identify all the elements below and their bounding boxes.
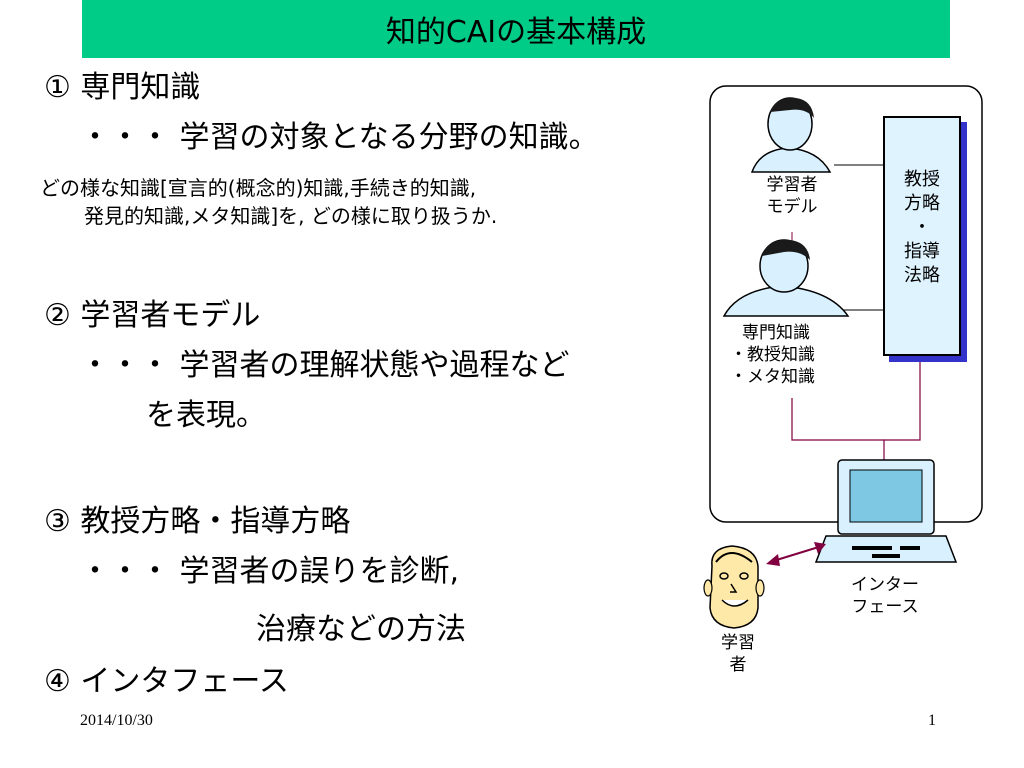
- item4-heading: ④ インタフェース: [44, 664, 289, 699]
- item2-description-line1: ・・・ 学習者の理解状態や過程など: [80, 348, 570, 383]
- interface-label: インター フェース: [830, 574, 940, 618]
- learner-label: 学習 者: [710, 632, 766, 676]
- learner-model-label: 学習者 モデル: [752, 174, 832, 218]
- interface-label-line1: インター: [851, 575, 919, 595]
- item3-description-line1: ・・・ 学習者の誤りを診断,: [80, 554, 460, 589]
- learner-model-label-line1: 学習者: [766, 175, 818, 195]
- expert-to-interface-connector: [791, 398, 885, 460]
- item1-heading: ① 専門知識: [44, 70, 201, 105]
- strategy-line4: 指導: [904, 241, 940, 262]
- learner-label-line2: 者: [729, 655, 747, 675]
- item3-description-line2: 治療などの方法: [256, 612, 466, 647]
- interface-label-line2: フェース: [851, 597, 919, 617]
- expert-label-line2: ・教授知識: [730, 345, 815, 365]
- strategy-line1: 教授: [904, 169, 940, 190]
- item1-description: ・・・ 学習の対象となる分野の知識。: [80, 120, 599, 155]
- learner-model-label-line2: モデル: [766, 197, 818, 217]
- strategy-line3: ・: [913, 217, 931, 238]
- learner-face-icon: [703, 545, 765, 629]
- slide-title-bar: 知的CAIの基本構成: [82, 0, 950, 58]
- expert-knowledge-bust-icon: [722, 239, 850, 317]
- item2-heading: ② 学習者モデル: [44, 298, 261, 333]
- slide-page-number: 1: [928, 712, 936, 729]
- learner-interface-arrow: [766, 542, 826, 566]
- computer-terminal-icon: [814, 459, 958, 563]
- expert-knowledge-label: 専門知識 ・教授知識 ・メタ知識: [730, 322, 854, 388]
- expert-label-line1: 専門知識: [742, 323, 810, 343]
- strategy-to-interface-connector: [884, 356, 921, 441]
- item3-heading: ③ 教授方略・指導方略: [44, 504, 351, 539]
- slide-date: 2014/10/30: [80, 712, 153, 729]
- learner-label-line1: 学習: [721, 633, 755, 653]
- expert-label-line3: ・メタ知識: [730, 367, 815, 387]
- slide-title: 知的CAIの基本構成: [385, 15, 647, 50]
- item1-note-line1: どの様な知識[宣言的(概念的)知識,手続き的知識,: [40, 176, 477, 200]
- teaching-strategy-box: 教授 方略 ・ 指導 法略: [883, 116, 961, 356]
- item1-note-line2: 発見的知識,メタ知識]を, どの様に取り扱うか.: [84, 204, 498, 228]
- strategy-line2: 方略: [904, 193, 940, 214]
- item2-description-line2: を表現。: [146, 398, 266, 433]
- learner-model-bust-icon: [750, 97, 832, 173]
- strategy-line5: 法略: [904, 265, 940, 286]
